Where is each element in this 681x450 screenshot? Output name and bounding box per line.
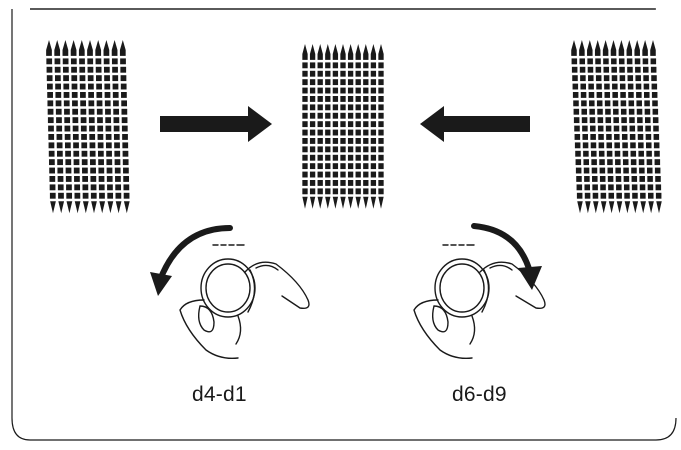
dial-turn-clockwise-icon <box>413 223 546 360</box>
arrow-right-icon <box>160 106 272 142</box>
dial-turn-counterclockwise-icon <box>150 225 310 360</box>
left-dial-range-label: d4-d1 <box>192 383 247 406</box>
arrow-left-icon <box>420 106 530 142</box>
stitch-pattern-slanted-right-icon <box>571 40 662 214</box>
stitch-pattern-slanted-left-icon <box>46 40 130 214</box>
right-dial-range-label: d6-d9 <box>452 383 507 406</box>
stitch-pattern-straight-icon <box>302 44 384 209</box>
